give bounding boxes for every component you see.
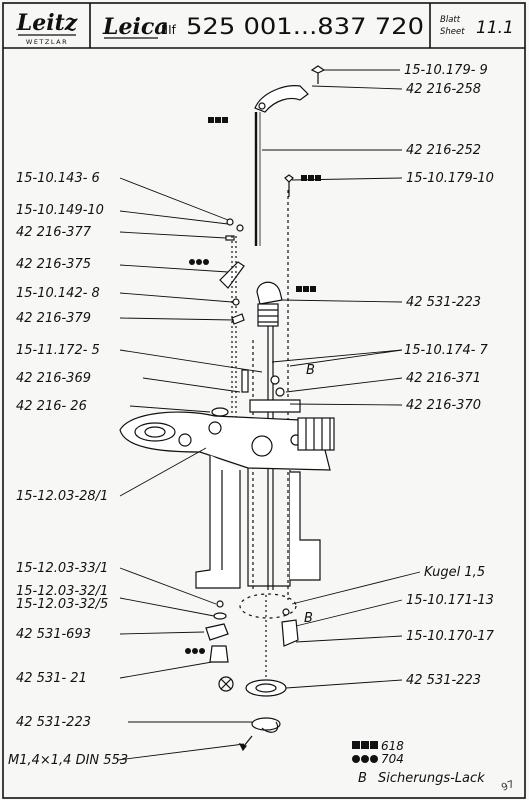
part-label: 42 216- 26 [16, 399, 87, 414]
pawl-lever-icon [219, 261, 245, 289]
frame-right-icon [290, 471, 321, 581]
knob-icon [209, 645, 229, 663]
part-label: 15-12.03-33/1 [16, 561, 108, 576]
part-label: 15-12.03-32/1 [16, 584, 108, 599]
part-label: 15-12.03-28/1 [16, 489, 108, 504]
release-lever-icon [254, 85, 309, 113]
spring-coil-icon [257, 303, 279, 327]
part-label: 15-10.174- 7 [404, 343, 489, 358]
part-label: 42 531-223 [406, 295, 481, 310]
mechanism-drawing [119, 65, 335, 752]
legend-b-letter: B [358, 771, 367, 786]
top-screw-icon [310, 65, 326, 74]
part-label: 42 531-693 [16, 627, 91, 642]
dots-marker-icon [185, 648, 205, 654]
b-marker: B [304, 611, 313, 626]
ball-ring-icon [239, 593, 297, 619]
code-markers [185, 117, 321, 654]
part-label: 15-10.170-17 [406, 629, 495, 644]
corner-handwritten-note: 97 [500, 779, 516, 794]
part-label: 42 531-223 [406, 673, 481, 688]
part-label: 42 531- 21 [16, 671, 87, 686]
part-label: 42 216-369 [16, 371, 91, 386]
b-marker: B [306, 363, 315, 378]
part-label: 42 216-252 [406, 143, 481, 158]
serial-range-text: 525 001...837 720 [186, 15, 424, 40]
legend: 618 704 B Sicherungs-Lack [352, 739, 485, 786]
part-label: 15-10.149-10 [16, 203, 104, 218]
part-label: 15-12.03-32/5 [16, 597, 108, 612]
sheet-number: 11.1 [476, 18, 514, 38]
gear-block-icon [297, 417, 335, 451]
left-part-labels: 15-10.143- 6 15-10.149-10 42 216-377 42 … [8, 171, 128, 768]
model-text: IIIf [161, 23, 177, 37]
leica-logo-text: Leica [102, 14, 168, 40]
sheet-label-en: Sheet [440, 27, 465, 37]
squares-marker-icon [301, 175, 321, 181]
part-label: 42 216-377 [16, 225, 92, 240]
right-leader-lines [262, 69, 421, 689]
part-label: 15-10.142- 8 [16, 286, 100, 301]
part-label: 42 216-258 [406, 82, 481, 97]
legend-dots-code: 704 [381, 752, 404, 766]
part-label: 15-10.171-13 [406, 593, 494, 608]
squares-marker-icon [296, 286, 316, 292]
sheet-label-de: Blatt [440, 15, 461, 25]
legend-dots-icon [352, 755, 378, 763]
part-label: 15-11.172- 5 [16, 343, 100, 358]
part-label: 42 531-223 [16, 715, 91, 730]
leitz-logo-text: Leitz [16, 10, 78, 36]
legend-squares-code: 618 [381, 739, 404, 753]
part-label: 15-10.143- 6 [16, 171, 100, 186]
wetzlar-text: WETZLAR [26, 38, 68, 46]
part-label: M1,4×1,4 DIN 553 [8, 753, 128, 768]
part-label: 42 216-375 [16, 257, 91, 272]
lower-spring-disc-icon [245, 679, 287, 697]
part-label: 42 216-379 [16, 311, 91, 326]
part-label: 42 216-371 [406, 371, 481, 386]
crossed-circle-icon [218, 676, 234, 692]
right-part-labels: 15-10.179- 9 42 216-258 42 216-252 15-10… [404, 63, 495, 688]
frame-left-icon [195, 455, 241, 589]
part-label: Kugel 1,5 [424, 565, 485, 580]
squares-marker-icon [208, 117, 228, 123]
legend-b-text: Sicherungs-Lack [378, 771, 485, 786]
dots-marker-icon [189, 259, 209, 265]
part-label: 15-10.179-10 [406, 171, 494, 186]
legend-squares-icon [352, 741, 378, 749]
part-label: 42 216-370 [406, 398, 481, 413]
left-leader-lines [117, 177, 263, 761]
part-label: 15-10.179- 9 [404, 63, 488, 78]
